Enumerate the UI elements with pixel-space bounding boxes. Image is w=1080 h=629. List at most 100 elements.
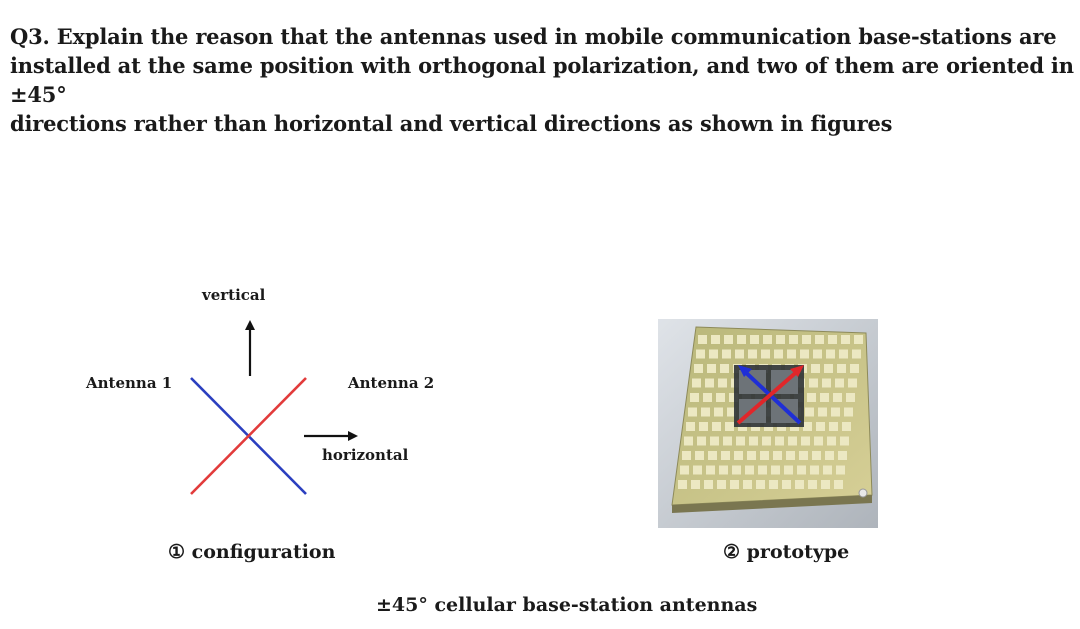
- configuration-caption: ① configuration: [168, 541, 336, 563]
- patch-cell: [701, 407, 710, 417]
- patch-cell: [703, 393, 712, 402]
- patch-cell: [756, 480, 765, 489]
- patch-cell: [802, 335, 811, 344]
- patch-cell: [833, 393, 842, 402]
- patch-cell: [769, 480, 778, 489]
- patch-cell: [801, 436, 810, 446]
- patch-cell: [776, 335, 785, 344]
- patch-cell: [758, 465, 767, 475]
- patch-cell: [708, 451, 717, 460]
- patch-cell: [838, 451, 847, 460]
- patch-cell: [721, 451, 730, 460]
- patch-cell: [680, 465, 689, 475]
- patch-cell: [729, 393, 738, 402]
- blue-arrowhead: [738, 365, 752, 377]
- red-arrow: [736, 367, 802, 425]
- patch-cell: [718, 378, 727, 388]
- patch-cell: [709, 349, 718, 359]
- patch-cell: [682, 451, 691, 460]
- patch-cell: [841, 335, 850, 344]
- patch-cell: [850, 364, 859, 373]
- patch-cell: [800, 349, 809, 359]
- patch-cell: [805, 407, 814, 417]
- patch-cell: [809, 378, 818, 388]
- patch-cell: [795, 480, 804, 489]
- patch-cell: [812, 451, 821, 460]
- prototype-image: [658, 319, 878, 528]
- patch-cell: [714, 407, 723, 417]
- patch-cell: [840, 436, 849, 446]
- patch-cell: [775, 436, 784, 446]
- patch-cell: [719, 465, 728, 475]
- patch-cell: [699, 422, 708, 431]
- patch-cell: [750, 335, 759, 344]
- patch-cell: [720, 364, 729, 373]
- patch-cell: [705, 378, 714, 388]
- patch-cell: [797, 465, 806, 475]
- patch-cell: [836, 465, 845, 475]
- antenna1-label: Antenna 1: [86, 374, 173, 392]
- patch-cell: [716, 393, 725, 402]
- vertical-label: vertical: [202, 286, 266, 304]
- patch-cell: [696, 349, 705, 359]
- configuration-figure: vertical Antenna 1 Antenna 2 horizontal: [60, 270, 480, 530]
- patch-cell: [846, 393, 855, 402]
- patch-cell: [825, 451, 834, 460]
- patch-cell: [724, 335, 733, 344]
- patch-cell: [736, 436, 745, 446]
- patch-cell: [698, 335, 707, 344]
- patch-cell: [678, 480, 687, 489]
- patch-cell: [831, 407, 840, 417]
- patch-cell: [824, 364, 833, 373]
- patch-cell: [822, 378, 831, 388]
- patch-cell: [694, 364, 703, 373]
- patch-cell: [829, 422, 838, 431]
- patch-cell: [786, 451, 795, 460]
- footer-caption: ±45° cellular base-station antennas: [376, 594, 758, 616]
- patch-cell: [732, 465, 741, 475]
- patch-cell: [814, 436, 823, 446]
- patch-cell: [834, 480, 843, 489]
- patch-cell: [727, 407, 736, 417]
- patch-cell: [761, 349, 770, 359]
- patch-cell: [788, 436, 797, 446]
- patch-cell: [722, 349, 731, 359]
- patch-cell: [712, 422, 721, 431]
- patch-cell: [774, 349, 783, 359]
- patch-cell: [691, 480, 700, 489]
- patch-cell: [808, 480, 817, 489]
- prototype-caption: ② prototype: [723, 541, 850, 563]
- prototype-photo: [658, 319, 878, 528]
- patch-cell: [762, 436, 771, 446]
- patch-cell: [760, 451, 769, 460]
- patch-cell: [773, 451, 782, 460]
- patch-cell: [686, 422, 695, 431]
- horizontal-label: horizontal: [322, 446, 409, 464]
- patch-cell: [821, 480, 830, 489]
- patch-cell: [704, 480, 713, 489]
- patch-cell: [745, 465, 754, 475]
- patch-cell: [818, 407, 827, 417]
- patch-cell: [848, 378, 857, 388]
- patch-cell: [842, 422, 851, 431]
- patch-cell: [789, 335, 798, 344]
- configuration-diagram: [190, 320, 358, 495]
- patch-cell: [743, 480, 752, 489]
- patch-cell: [799, 451, 808, 460]
- patch-cell: [811, 364, 820, 373]
- patch-cell: [803, 422, 812, 431]
- patch-cell: [735, 349, 744, 359]
- patch-cell: [717, 480, 726, 489]
- patch-cell: [771, 465, 780, 475]
- patch-cell: [826, 349, 835, 359]
- question-text: Q3. Explain the reason that the antennas…: [10, 24, 1074, 136]
- patch-cell: [763, 335, 772, 344]
- patch-cell: [706, 465, 715, 475]
- antenna2-label: Antenna 2: [348, 374, 435, 392]
- patch-cell: [787, 349, 796, 359]
- patch-cell: [815, 335, 824, 344]
- patch-cell: [707, 364, 716, 373]
- patch-cell: [730, 480, 739, 489]
- horizontal-arrowhead: [348, 431, 358, 441]
- patch-cell: [693, 465, 702, 475]
